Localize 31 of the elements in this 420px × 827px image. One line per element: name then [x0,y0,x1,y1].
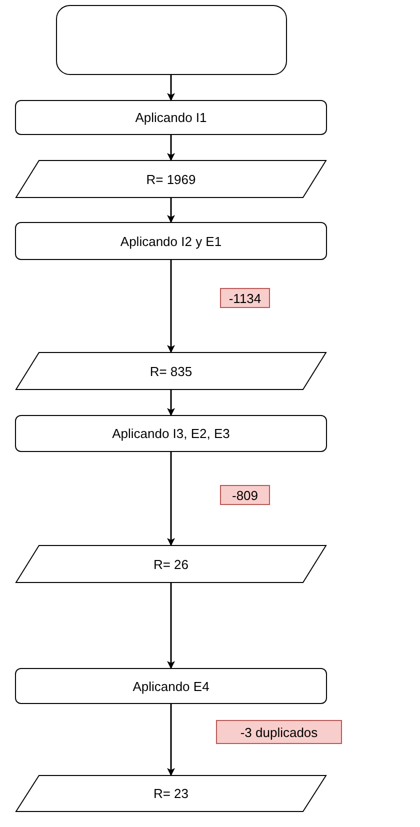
process-box [15,222,327,260]
arrow [167,452,175,546]
node-label: -3 duplicados [239,724,319,740]
node-label: Aplicando I2 y E1 [119,234,223,248]
node-label: R= 23 [152,786,190,801]
arrow [167,135,175,161]
node-label: R= 26 [152,556,190,572]
arrow [167,260,175,353]
node-label: R= 835 [148,364,194,378]
process-box [15,415,327,452]
data-parallelogram [15,352,327,390]
process-box [15,668,327,704]
arrow [167,75,175,101]
node-label: Aplicando I3, E2, E3 [111,426,231,441]
data-parallelogram [15,545,327,583]
arrow [167,390,175,416]
node-label: R= 1969 [145,172,197,186]
count-badge [220,288,270,308]
node-label: -809 [230,488,260,502]
arrow [167,704,175,776]
data-parallelogram [15,775,327,812]
data-parallelogram [15,160,327,198]
count-badge [216,720,342,744]
arrow [167,583,175,669]
node-label: Aplicando I1 [134,110,208,125]
node-label: -1134 [228,290,262,306]
start-box [56,5,287,75]
process-box [15,100,327,135]
count-badge [220,485,270,505]
arrow [167,198,175,223]
node-label: Aplicando E4 [132,678,210,694]
